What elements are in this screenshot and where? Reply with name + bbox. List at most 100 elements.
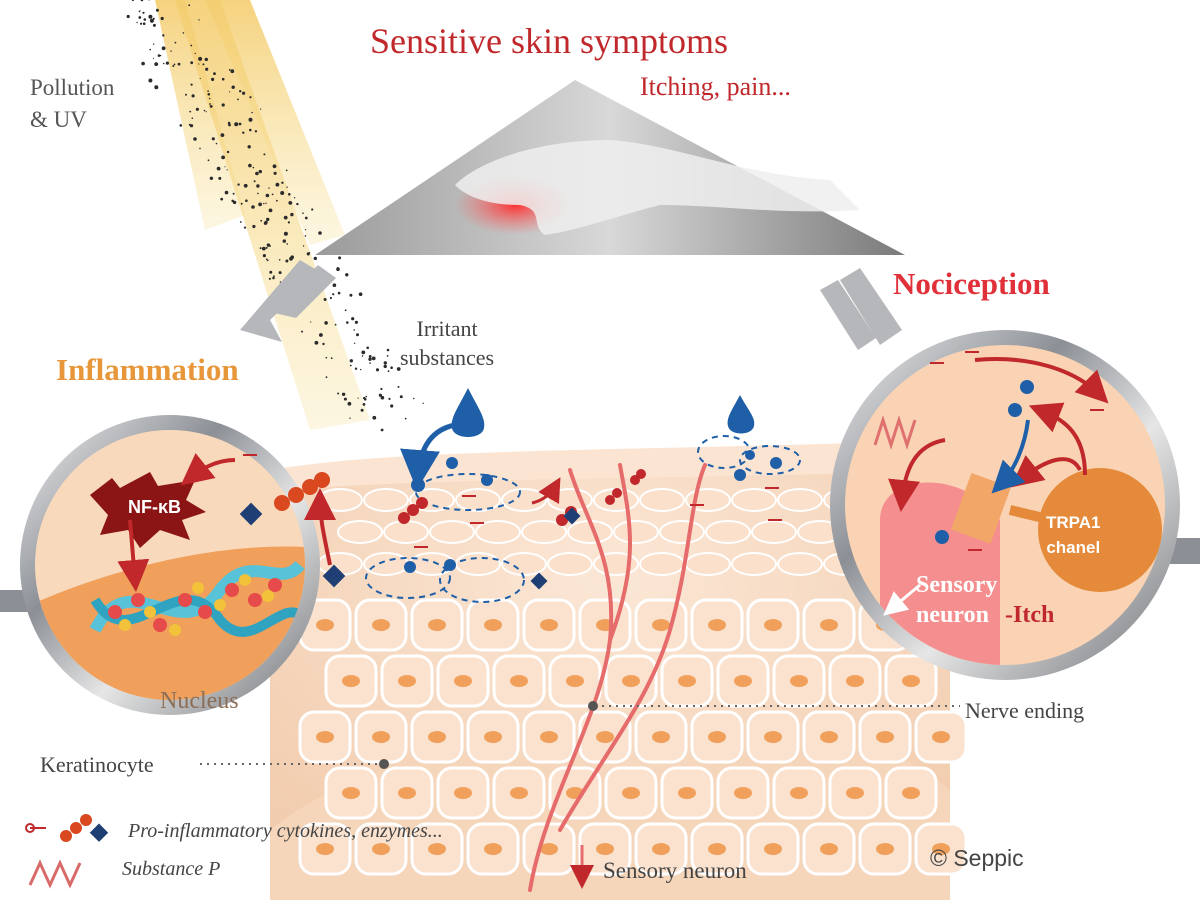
pollution-dot	[269, 245, 271, 247]
pollution-dot	[140, 22, 143, 25]
nociception-label: Nociception	[893, 266, 1050, 301]
diagram-title: Sensitive skin symptoms	[370, 21, 729, 61]
pollution-dot	[199, 77, 201, 80]
nucleus-label: Nucleus	[160, 688, 239, 714]
pollution-dot	[265, 202, 267, 204]
pollution-dot	[258, 202, 262, 207]
cell-nucleus	[372, 731, 390, 743]
pollution-dot	[148, 78, 153, 83]
legend-substance-p-label: Substance P	[122, 858, 221, 880]
pollution-dot	[388, 397, 391, 400]
pollution-dot	[325, 376, 328, 379]
irritant-particles	[365, 388, 801, 603]
pollution-dot	[386, 355, 389, 357]
cell-nucleus	[342, 787, 360, 799]
cell-nucleus	[316, 619, 334, 631]
pollution-dot	[231, 85, 235, 89]
pollution-dot	[390, 366, 393, 370]
pollution-dot	[190, 61, 194, 65]
pollution-dot	[363, 396, 366, 400]
pollution-dot	[287, 221, 290, 224]
pollution-dot	[218, 176, 222, 180]
pollution-dot	[229, 91, 231, 93]
pollution-dot	[380, 428, 384, 432]
cell-nucleus	[820, 619, 838, 631]
pollution-dot	[324, 321, 328, 325]
pollution-dot	[304, 235, 307, 237]
surface-cell	[613, 520, 659, 544]
pollution-dot	[334, 323, 337, 326]
pollution-dot	[252, 166, 255, 169]
pollution-dot	[404, 417, 407, 420]
pollution-dot	[314, 340, 319, 345]
pollution-dot	[362, 403, 366, 406]
pollution-dot	[265, 258, 268, 261]
pollution-dot	[283, 239, 286, 242]
dna-helix	[89, 560, 305, 633]
pollution-particles	[126, 0, 424, 432]
cell-nucleus	[484, 843, 502, 855]
pollution-dot	[422, 402, 424, 404]
pollution-dot	[260, 219, 263, 222]
pollution-dot	[152, 23, 156, 27]
pollution-dot	[263, 202, 265, 205]
pollution-dot	[140, 0, 144, 2]
pollution-dot	[251, 205, 255, 209]
pollution-dot	[234, 122, 239, 127]
substance-p-wave	[873, 415, 917, 450]
pollution-dot	[208, 97, 211, 100]
pollution-dot	[239, 90, 242, 93]
pollution-dot	[322, 342, 325, 346]
pollution-dot	[396, 367, 401, 371]
pollution-dot	[332, 293, 335, 296]
pollution-dot	[245, 199, 248, 202]
pollution-dot	[296, 202, 299, 206]
cell-nucleus	[734, 787, 752, 799]
pollution-dot	[268, 277, 271, 280]
pollution-dot	[361, 350, 366, 355]
surface-cell	[317, 488, 363, 512]
cell-nucleus	[764, 619, 782, 631]
cell-nucleus	[342, 675, 360, 687]
pollution-dot	[198, 56, 203, 61]
pollution-dot	[142, 22, 146, 26]
pollution-dot	[349, 417, 351, 419]
cell-nucleus	[316, 731, 334, 743]
pollution-dot	[148, 0, 150, 1]
pollution-dot	[215, 142, 218, 145]
pollution-dot	[260, 108, 262, 110]
pollution-dot	[258, 169, 262, 174]
pollution-dot	[275, 182, 280, 187]
pollution-dot	[148, 14, 153, 19]
pollution-dot	[366, 346, 370, 350]
pollution-dot	[268, 187, 270, 189]
pollution-dot	[351, 317, 355, 321]
pollution-dot	[337, 392, 340, 395]
pollution-dot	[266, 217, 270, 222]
pollution-dot	[365, 395, 368, 398]
pollution-dot	[249, 128, 252, 132]
pollution-dot	[185, 93, 187, 96]
cell-nucleus	[902, 675, 920, 687]
cell-nucleus	[708, 619, 726, 631]
pollution-dot	[286, 186, 288, 188]
pollution-dot	[293, 197, 296, 199]
pollution-dot	[209, 105, 213, 108]
cell-nucleus	[764, 843, 782, 855]
symptoms-subtitle: Itching, pain...	[640, 72, 791, 101]
pollution-dot	[240, 202, 243, 205]
inflammation-label: Inflammation	[56, 352, 239, 387]
pollution-dot	[221, 155, 226, 160]
pollution-dot	[152, 57, 155, 59]
pollution-dot	[209, 176, 214, 180]
pollution-dot	[345, 273, 349, 277]
pollution-dot	[189, 110, 192, 113]
pollution-dot	[224, 166, 226, 168]
pollution-dot	[138, 16, 142, 19]
cell-nucleus	[484, 731, 502, 743]
pollution-dot	[343, 397, 347, 401]
nerve-fibers	[528, 463, 707, 892]
epidermis-surface	[270, 440, 950, 492]
pollution-dot	[194, 52, 196, 55]
pollution-dot	[361, 355, 364, 357]
